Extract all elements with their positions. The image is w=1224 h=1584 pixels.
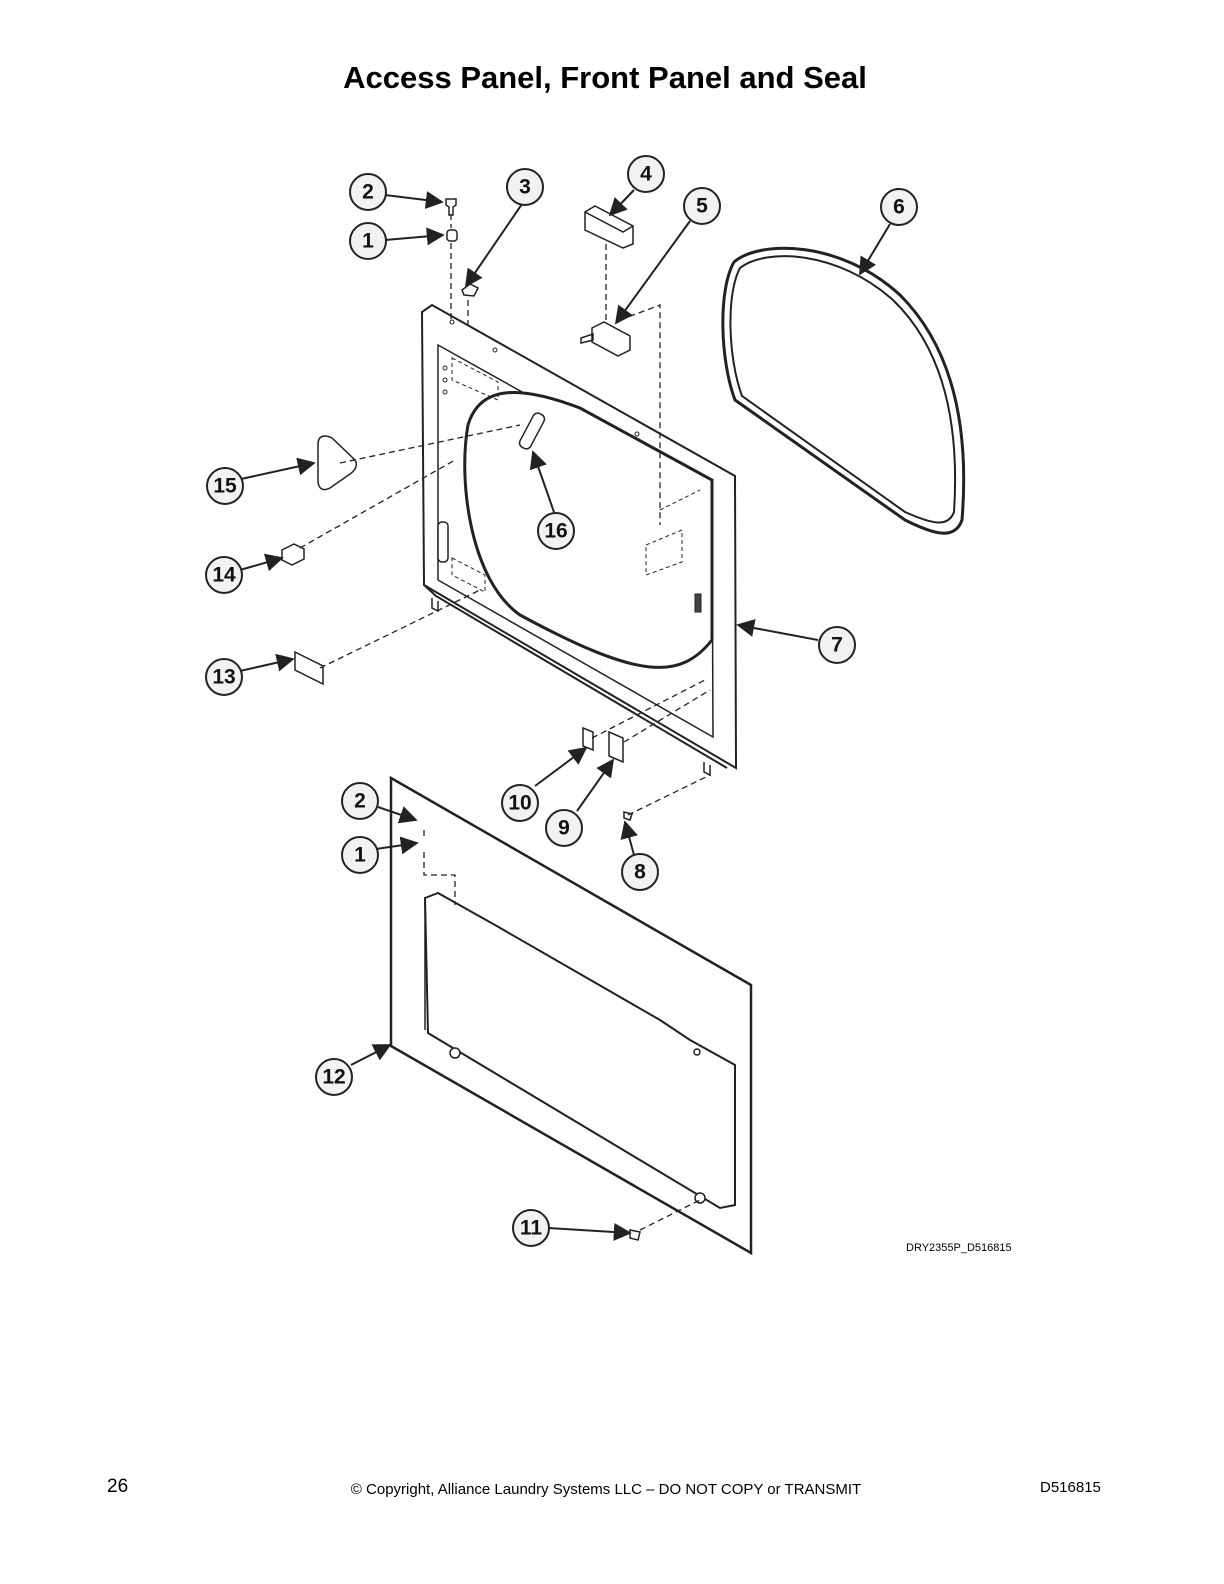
callout-label: 13 [212,666,235,689]
callout-3: 3 [506,168,544,206]
callout-label: 4 [640,163,652,186]
callout-label: 2 [354,790,366,813]
leader-arrows [239,189,891,1241]
callout-7: 7 [818,626,856,664]
callout-13: 13 [205,658,243,696]
door-seal-drawing [721,246,966,535]
assembly-lines [299,214,711,1231]
callout-15: 15 [206,467,244,505]
callout-label: 12 [322,1066,345,1089]
grommet-icon [446,229,458,242]
callout-label: 3 [519,176,531,199]
drawing-code: DRY2355P_D516815 [906,1242,1012,1254]
callout-1-top: 1 [349,222,387,260]
front-panel-drawing [420,303,738,777]
callout-2-bottom: 2 [341,782,379,820]
callout-12: 12 [315,1058,353,1096]
callout-label: 1 [354,844,366,867]
callout-label: 1 [362,230,374,253]
callout-label: 9 [558,817,570,840]
document-number: D516815 [1040,1479,1101,1496]
page-title: Access Panel, Front Panel and Seal [343,60,867,95]
callout-10: 10 [501,784,539,822]
callout-11: 11 [512,1209,550,1247]
access-panel-drawing [389,775,753,1256]
callout-9: 9 [545,809,583,847]
callout-14: 14 [205,556,243,594]
callout-label: 11 [520,1217,543,1240]
callout-2-top: 2 [349,173,387,211]
callout-6: 6 [880,188,918,226]
page-number: 26 [107,1476,129,1497]
callout-4: 4 [627,155,665,193]
callout-label: 2 [362,181,374,204]
callout-label: 14 [212,564,236,587]
callout-label: 16 [544,520,567,543]
callout-label: 7 [831,634,843,657]
callout-5: 5 [683,187,721,225]
callout-1-bottom: 1 [341,836,379,874]
callout-label: 5 [696,195,708,218]
copyright-notice: © Copyright, Alliance Laundry Systems LL… [350,1481,862,1498]
callout-label: 15 [213,475,237,498]
callout-label: 8 [634,861,646,884]
callout-label: 6 [893,196,905,219]
screw-icon [445,198,457,216]
callout-16: 16 [537,512,575,550]
callout-8: 8 [621,853,659,891]
callout-label: 10 [508,792,531,815]
